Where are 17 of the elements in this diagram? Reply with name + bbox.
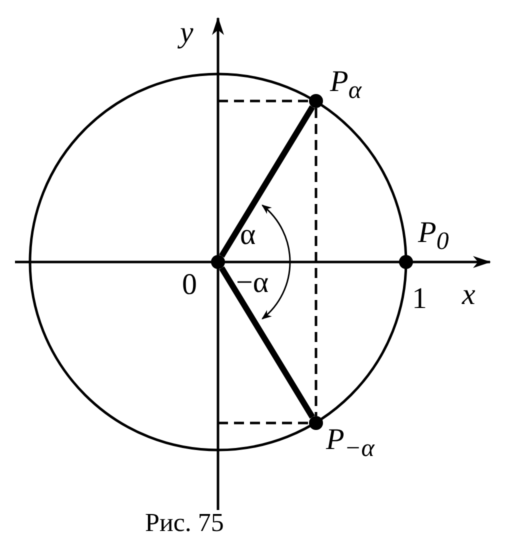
tick-label: 1 (412, 284, 427, 314)
angle-label: −α (236, 268, 269, 298)
line-segment (219, 266, 315, 419)
point-dot (309, 94, 323, 108)
point-dot (309, 416, 323, 430)
axis-label: y (180, 18, 194, 48)
axis-label: x (462, 280, 476, 310)
line-segment (219, 105, 315, 258)
point-dot (399, 255, 413, 269)
point-label: P$_{0}$ (418, 218, 449, 254)
origin-label: 0 (182, 270, 197, 300)
point-label: P$_{−α}$ (326, 425, 374, 461)
dashed-line (314, 108, 318, 416)
angle-label: α (240, 220, 256, 250)
point-dot (211, 255, 225, 269)
point-label: P$_{α}$ (330, 67, 362, 103)
figure-caption: Рис. 75 (145, 510, 224, 536)
